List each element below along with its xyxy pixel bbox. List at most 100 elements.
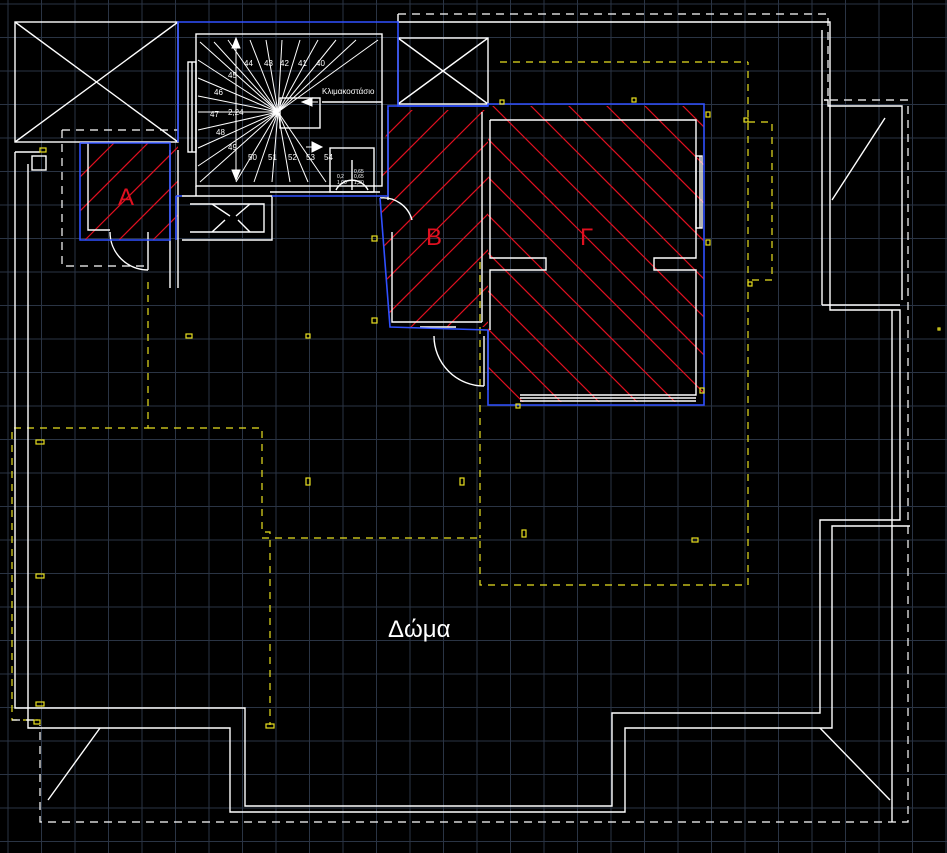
column-marker <box>521 529 527 538</box>
column-marker <box>33 719 41 725</box>
stair-tread-line <box>199 111 279 183</box>
stair-step-40: 40 <box>316 59 325 68</box>
hatch-line <box>80 143 81 240</box>
hatch-line <box>479 110 488 327</box>
stair-step-43: 43 <box>264 59 273 68</box>
stair-tread-line <box>265 39 279 113</box>
hatch-line <box>380 110 488 327</box>
hatch-line <box>152 143 178 240</box>
stair-tread-line <box>235 111 279 183</box>
hatch-line <box>443 110 488 327</box>
stair-tread-line <box>249 39 279 113</box>
hatch-line <box>380 110 488 327</box>
dim-bottom-left: 1,00 <box>337 180 347 186</box>
stair-tread-line <box>271 111 279 183</box>
column-marker <box>515 403 521 409</box>
hatch-line <box>642 106 704 402</box>
stair-step-51: 51 <box>268 153 277 162</box>
walls <box>14 14 910 822</box>
hatch-line <box>488 106 603 402</box>
hatch-line <box>380 110 453 327</box>
column-marker <box>371 317 378 324</box>
stair-tread-line <box>277 39 283 113</box>
column-marker <box>305 477 311 486</box>
column-marker <box>185 333 193 339</box>
hatch-line <box>488 106 679 402</box>
area-label-a: A <box>118 184 134 211</box>
stair-tread-line <box>277 111 291 183</box>
hatch-line <box>80 143 115 240</box>
stair-tread-line <box>197 59 279 113</box>
column-marker <box>691 537 699 543</box>
hatch-line <box>488 106 565 402</box>
dim-mid-right: 0,65 <box>354 174 364 180</box>
stair-tread-line <box>277 39 379 113</box>
column-marker <box>39 147 47 153</box>
stair-tread-line <box>277 111 309 183</box>
dim-top: 0,65 <box>354 169 364 175</box>
area-label-b: B <box>426 224 442 251</box>
column-marker <box>35 573 45 579</box>
column-marker <box>305 333 311 339</box>
stair-tread-line <box>197 95 279 113</box>
column-marker <box>631 97 637 103</box>
column-marker <box>499 99 505 105</box>
dashed-white-lines <box>12 13 909 823</box>
hatch-area-a <box>80 143 178 240</box>
stair-tread-line <box>197 77 279 113</box>
hatch-line <box>84 143 178 240</box>
hatch-line <box>528 106 704 402</box>
roof-label: Δώμα <box>388 616 451 643</box>
stair-step-41: 41 <box>298 59 307 68</box>
stair-tread-line <box>277 111 327 183</box>
stair-step-48: 48 <box>216 128 225 137</box>
stair-step-42: 42 <box>280 59 289 68</box>
hatch-line <box>488 106 704 402</box>
hatch-line <box>566 106 704 402</box>
hatch-line <box>488 106 704 402</box>
column-marker <box>937 327 941 331</box>
stair-step-47: 47 <box>210 110 219 119</box>
column-markers <box>33 97 941 729</box>
hatch-line <box>407 110 488 327</box>
stair-step-54: 54 <box>324 153 333 162</box>
stair-step-50: 50 <box>248 153 257 162</box>
stair-step-53: 53 <box>306 153 315 162</box>
column-marker <box>265 723 275 729</box>
stair-tread-line <box>197 111 279 131</box>
hatch-line <box>490 106 704 402</box>
column-marker <box>699 387 705 394</box>
hatch-line <box>80 143 149 240</box>
stair-tread-line <box>277 39 301 113</box>
hatch-line <box>380 110 488 327</box>
column-marker <box>705 111 711 118</box>
column-marker <box>371 235 378 242</box>
hatch-line <box>757 104 947 405</box>
column-marker <box>705 239 711 246</box>
hatch-area-g <box>488 104 947 405</box>
hatch-line <box>909 104 947 405</box>
dashed-yellow-lines <box>11 61 773 725</box>
stair-tread-line <box>197 111 279 167</box>
stair-arrows <box>231 36 324 182</box>
column-marker <box>35 701 45 707</box>
hatch-line <box>871 104 947 405</box>
blue-outlines <box>79 21 705 406</box>
stair-tread-line <box>253 111 279 183</box>
stair-title: Κλιμακοστάσιο <box>322 87 375 96</box>
area-label-g: Γ <box>580 224 593 251</box>
column-marker <box>35 439 45 445</box>
stair-tread-line <box>277 39 357 113</box>
stair-tread-line <box>213 41 279 113</box>
stair-step-44: 44 <box>244 59 253 68</box>
stair-step-52: 52 <box>288 153 297 162</box>
stair-tread-line <box>197 111 279 149</box>
stair-step-45: 45 <box>228 71 237 80</box>
column-marker <box>743 117 749 123</box>
hatch-line <box>118 143 178 240</box>
stair-tread-line <box>277 39 337 113</box>
hatch-area-b <box>380 110 488 327</box>
stair-tread-line <box>277 39 319 113</box>
